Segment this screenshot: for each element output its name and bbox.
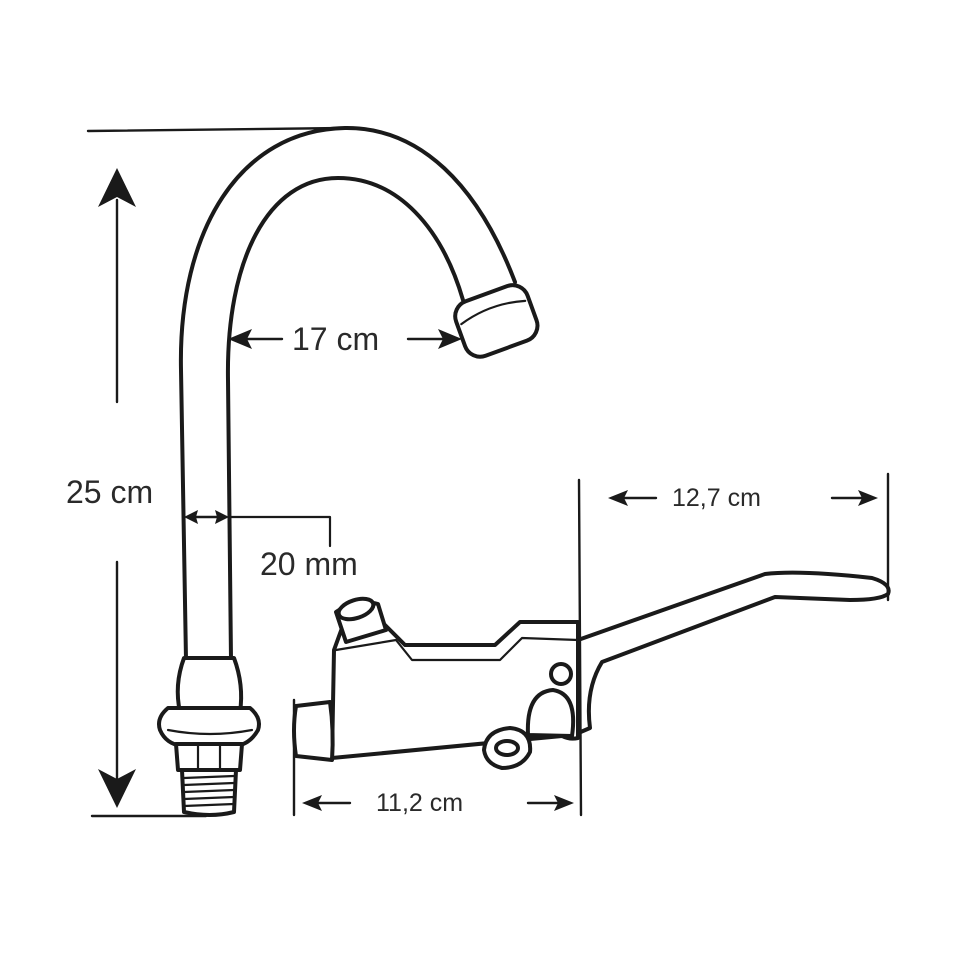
height-label: 25 cm — [66, 474, 153, 510]
pedal-length-arrow — [608, 490, 878, 506]
pedal-valve — [292, 570, 891, 770]
left-end-cap — [292, 700, 335, 762]
gooseneck-faucet — [157, 125, 540, 817]
height-dimension-arrow — [98, 168, 136, 808]
inlet-opening — [336, 596, 376, 622]
pipe-diameter-label: 20 mm — [260, 546, 358, 582]
valve-body-step — [334, 636, 580, 662]
extension-line-middle — [577, 478, 583, 817]
valve-body-label: 11,2 cm — [376, 789, 463, 817]
base-flange — [157, 706, 261, 748]
pivot-pin — [549, 662, 573, 686]
valve-body-arrow — [302, 795, 574, 811]
spout-inner-contour — [225, 176, 465, 662]
pedal-length-label: 12,7 cm — [672, 484, 761, 512]
thread-lines — [182, 774, 236, 808]
base-nut — [174, 742, 244, 772]
reach-dimension-arrow — [228, 329, 462, 349]
mount-lug — [525, 688, 576, 738]
reach-label: 17 cm — [292, 321, 379, 357]
base-collar — [175, 656, 244, 714]
screw-hole — [494, 739, 520, 757]
pedal-lever — [570, 570, 891, 736]
spout-nozzle — [453, 283, 540, 359]
valve-body — [330, 620, 580, 760]
pipe-diameter-arrow — [184, 510, 332, 548]
top-reference-line — [86, 126, 347, 133]
